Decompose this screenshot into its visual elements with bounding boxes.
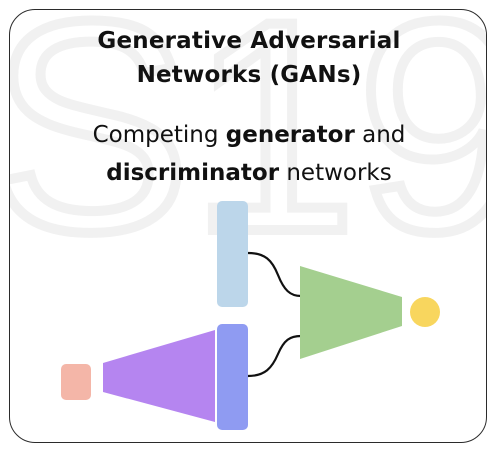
title-line-2: Networks (GANs) bbox=[136, 62, 362, 88]
subtitle-text: and bbox=[354, 122, 406, 148]
subtitle: Competing generator and discriminator ne… bbox=[10, 116, 486, 192]
real-to-discriminator-connector bbox=[247, 251, 302, 298]
generator-network bbox=[103, 330, 215, 422]
subtitle-line-2: discriminator networks bbox=[10, 154, 486, 192]
discriminator-word: discriminator bbox=[106, 160, 280, 186]
fake-to-discriminator-connector bbox=[247, 334, 302, 378]
subtitle-text: Competing bbox=[92, 122, 226, 148]
title-line-1: Generative Adversarial bbox=[97, 28, 401, 54]
generator-word: generator bbox=[225, 122, 355, 148]
gan-diagram bbox=[61, 201, 440, 430]
subtitle-text: networks bbox=[279, 160, 392, 186]
discriminator-network bbox=[300, 266, 402, 359]
output-dot-icon bbox=[410, 297, 440, 327]
page-title: Generative Adversarial Networks (GANs) bbox=[10, 24, 486, 92]
noise-input-icon bbox=[61, 364, 91, 400]
subtitle-line-1: Competing generator and bbox=[10, 116, 486, 154]
real-data-layer bbox=[217, 201, 248, 307]
gan-card: S19 Generative Adversarial Networks (GAN… bbox=[9, 9, 487, 443]
fake-data-layer bbox=[217, 324, 248, 430]
